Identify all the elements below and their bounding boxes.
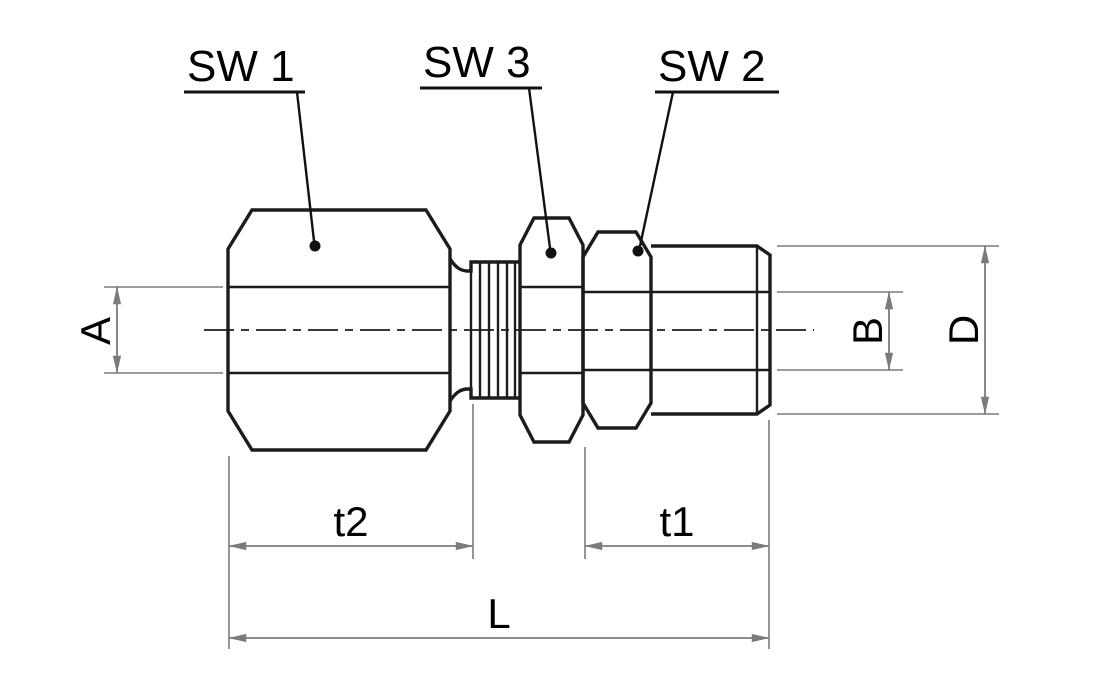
dim-t2-label: t2 xyxy=(333,498,368,545)
sw2-label: SW 2 xyxy=(658,42,766,91)
dimension-A: A xyxy=(72,286,223,374)
callout-sw1: SW 1 xyxy=(184,42,321,252)
neck-bottom-profile xyxy=(448,387,520,402)
dimension-D: D xyxy=(777,245,999,415)
dim-A-extension-lines xyxy=(104,286,223,374)
sw3-label: SW 3 xyxy=(423,38,531,87)
dim-D-label: D xyxy=(940,315,987,345)
sw3-leader-line xyxy=(527,87,552,249)
dim-B-label: B xyxy=(844,317,891,345)
stud-bore-lines xyxy=(651,290,770,372)
fitting-outline xyxy=(204,208,814,452)
callout-sw3: SW 3 xyxy=(420,38,557,259)
threaded-stud-body xyxy=(651,244,772,416)
sw1-leader-dot xyxy=(309,240,321,252)
dimension-t1: t1 xyxy=(584,420,770,649)
dim-B-extension-lines xyxy=(777,291,903,371)
sw1-leader-line xyxy=(295,91,316,242)
sw1-label: SW 1 xyxy=(187,42,295,91)
hex-sw2-face-lines xyxy=(583,290,651,372)
sw2-leader-line xyxy=(638,91,675,247)
dimension-t2: t2 xyxy=(228,404,474,649)
dim-L-label: L xyxy=(487,590,510,637)
hex-sw2-body xyxy=(581,230,653,430)
dim-t1-label: t1 xyxy=(659,498,694,545)
sw2-leader-dot xyxy=(632,245,644,257)
neck-top-profile xyxy=(448,258,520,273)
dimension-L: L xyxy=(228,590,770,643)
hex-sw3-face-lines xyxy=(520,285,583,375)
dim-A-label: A xyxy=(72,317,119,345)
sw3-leader-dot xyxy=(545,247,557,259)
dimension-B: B xyxy=(777,291,903,371)
hex-sw1-face-lines xyxy=(228,285,450,375)
dim-D-extension-lines xyxy=(777,245,999,415)
callout-sw2: SW 2 xyxy=(632,42,779,257)
